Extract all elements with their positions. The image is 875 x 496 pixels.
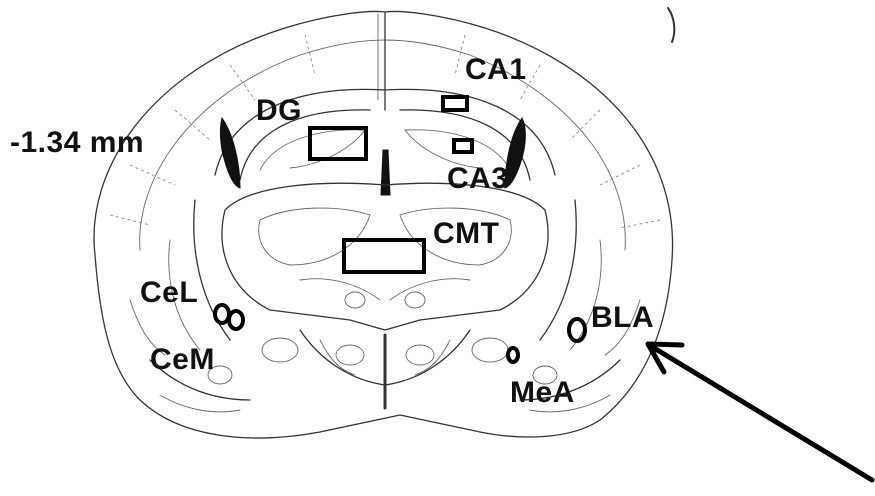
label-cmt: CMT xyxy=(433,219,499,249)
label-ca1: CA1 xyxy=(465,55,527,85)
pointer-arrow xyxy=(648,344,872,480)
roi-dg-box xyxy=(310,128,366,159)
arrow-shaft xyxy=(654,348,872,480)
roi-bla-oval xyxy=(569,319,585,341)
roi-ca3-box xyxy=(454,140,472,152)
label-bla: BLA xyxy=(591,303,654,333)
cortex-inner-outline xyxy=(140,40,626,250)
label-mea: MeA xyxy=(510,378,575,408)
roi-ca1-box xyxy=(443,97,467,110)
label-cel: CeL xyxy=(140,278,198,308)
label-dg: DG xyxy=(256,96,302,126)
roi-cel-right-oval xyxy=(229,311,243,329)
hippocampus-left-inner xyxy=(260,130,365,170)
roi-cel-left-oval xyxy=(215,305,229,323)
arrow-head xyxy=(648,344,682,372)
label-ca3: CA3 xyxy=(447,164,509,194)
roi-mea-oval xyxy=(508,348,518,362)
corner-mark xyxy=(668,8,674,42)
coordinate-label: -1.34 mm xyxy=(10,128,144,158)
label-cem: CeM xyxy=(150,345,215,375)
left-ventricle xyxy=(221,118,241,188)
third-ventricle xyxy=(381,150,390,195)
roi-cmt-box xyxy=(344,240,424,272)
